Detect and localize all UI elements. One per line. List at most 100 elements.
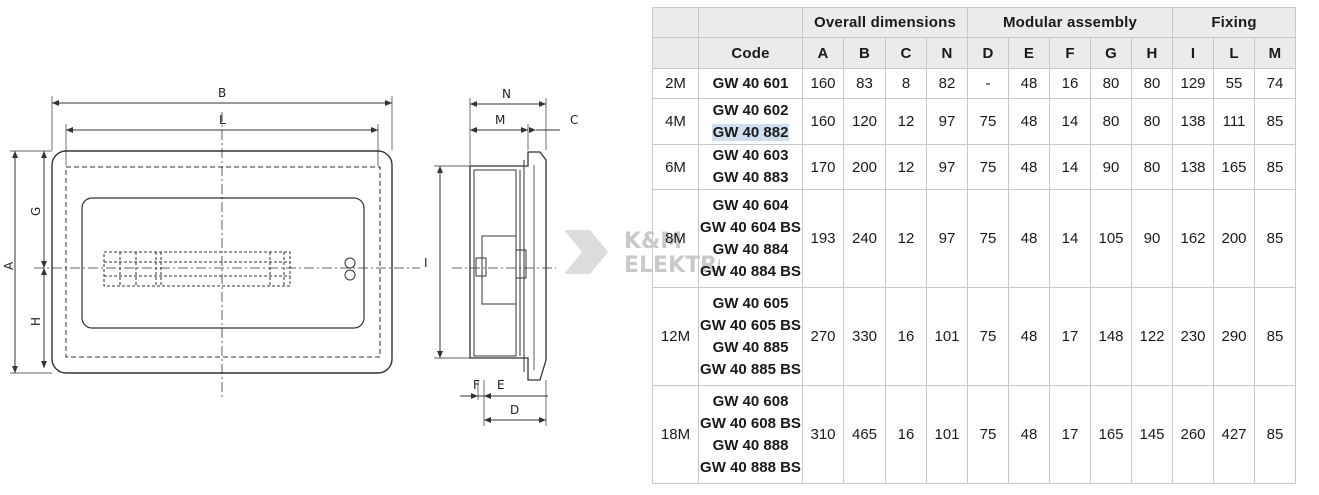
value-cell: 465 xyxy=(843,385,886,484)
value-cell: 240 xyxy=(843,189,886,288)
value-cell: 105 xyxy=(1090,189,1132,288)
column-header: D xyxy=(967,37,1009,69)
value-cell: 97 xyxy=(926,144,968,190)
dimensions-table: Overall dimensions Modular assembly Fixi… xyxy=(652,7,1296,484)
dim-label-L: L xyxy=(219,113,226,127)
code-line: GW 40 884 BS xyxy=(700,262,801,280)
corner-cell xyxy=(652,7,699,38)
value-cell: 14 xyxy=(1049,98,1091,145)
value-cell: 80 xyxy=(1131,144,1173,190)
value-cell: 101 xyxy=(926,287,968,386)
side-view-outline xyxy=(469,151,547,381)
size-cell: 12M xyxy=(652,287,699,386)
value-cell: 80 xyxy=(1131,98,1173,145)
value-cell: 193 xyxy=(802,189,844,288)
value-cell: 230 xyxy=(1172,287,1214,386)
dim-label-M: M xyxy=(495,113,505,127)
value-cell: 48 xyxy=(1008,144,1050,190)
dim-label-N: N xyxy=(502,87,511,101)
code-line: GW 40 605 BS xyxy=(700,316,801,334)
value-cell: 75 xyxy=(967,385,1009,484)
column-header: B xyxy=(843,37,886,69)
value-cell: 75 xyxy=(967,287,1009,386)
value-cell: 17 xyxy=(1049,385,1091,484)
column-header: N xyxy=(926,37,968,69)
value-cell: 55 xyxy=(1213,68,1255,99)
value-cell: 427 xyxy=(1213,385,1255,484)
size-cell: 8M xyxy=(652,189,699,288)
code-line: GW 40 883 xyxy=(712,169,789,186)
column-header: L xyxy=(1213,37,1255,69)
value-cell: 16 xyxy=(885,287,927,386)
value-cell: 14 xyxy=(1049,144,1091,190)
value-cell: 97 xyxy=(926,98,968,145)
code-line: GW 40 605 xyxy=(712,294,789,312)
code-line: GW 40 604 xyxy=(712,196,789,214)
table-row: 12M GW 40 605 GW 40 605 BS GW 40 885 GW 40 8… xyxy=(652,287,1296,386)
size-cell: 4M xyxy=(652,98,699,145)
code-line: GW 40 601 xyxy=(712,74,789,92)
code-line: GW 40 884 xyxy=(712,240,789,258)
dim-label-B: B xyxy=(218,86,226,100)
size-cell: 18M xyxy=(652,385,699,484)
value-cell: 48 xyxy=(1008,189,1050,288)
value-cell: 90 xyxy=(1090,144,1132,190)
value-cell: 12 xyxy=(885,189,927,288)
value-cell: 48 xyxy=(1008,385,1050,484)
value-cell: 74 xyxy=(1254,68,1296,99)
value-cell: 97 xyxy=(926,189,968,288)
value-cell: 85 xyxy=(1254,144,1296,190)
value-cell: 48 xyxy=(1008,68,1050,99)
column-header: G xyxy=(1090,37,1132,69)
dim-label-F: F xyxy=(473,378,480,392)
value-cell: 16 xyxy=(1049,68,1091,99)
value-cell: 200 xyxy=(843,144,886,190)
dim-label-D: D xyxy=(510,403,519,417)
value-cell: 162 xyxy=(1172,189,1214,288)
value-cell: 165 xyxy=(1090,385,1132,484)
column-header: C xyxy=(885,37,927,69)
value-cell: 160 xyxy=(802,68,844,99)
dim-label-A: A xyxy=(2,261,16,270)
header-overall-dimensions: Overall dimensions xyxy=(802,7,968,38)
column-header: H xyxy=(1131,37,1173,69)
value-cell: 138 xyxy=(1172,144,1214,190)
code-line: GW 40 603 xyxy=(712,147,789,164)
value-cell: 16 xyxy=(885,385,927,484)
code-cell: GW 40 603 GW 40 883 xyxy=(698,144,803,190)
value-cell: 148 xyxy=(1090,287,1132,386)
value-cell: 17 xyxy=(1049,287,1091,386)
code-line: GW 40 888 xyxy=(712,436,789,454)
dim-label-C: C xyxy=(570,113,578,127)
code-line: GW 40 608 xyxy=(712,392,789,410)
size-cell: 6M xyxy=(652,144,699,190)
value-cell: 48 xyxy=(1008,287,1050,386)
value-cell: 80 xyxy=(1090,98,1132,145)
value-cell: 75 xyxy=(967,189,1009,288)
code-line: GW 40 608 BS xyxy=(700,414,801,432)
code-line: GW 40 885 xyxy=(712,338,789,356)
size-cell: 2M xyxy=(652,68,699,99)
value-cell: 260 xyxy=(1172,385,1214,484)
value-cell: 80 xyxy=(1131,68,1173,99)
value-cell: 122 xyxy=(1131,287,1173,386)
code-line: GW 40 602 xyxy=(712,101,789,119)
code-line: GW 40 885 BS xyxy=(700,360,801,378)
value-cell: 165 xyxy=(1213,144,1255,190)
value-cell: 14 xyxy=(1049,189,1091,288)
dim-label-G: G xyxy=(29,207,43,216)
value-cell: 129 xyxy=(1172,68,1214,99)
value-cell: 83 xyxy=(843,68,886,99)
value-cell: 80 xyxy=(1090,68,1132,99)
value-cell: - xyxy=(967,68,1009,99)
value-cell: 8 xyxy=(885,68,927,99)
value-cell: 75 xyxy=(967,98,1009,145)
dim-label-E: E xyxy=(497,378,505,392)
